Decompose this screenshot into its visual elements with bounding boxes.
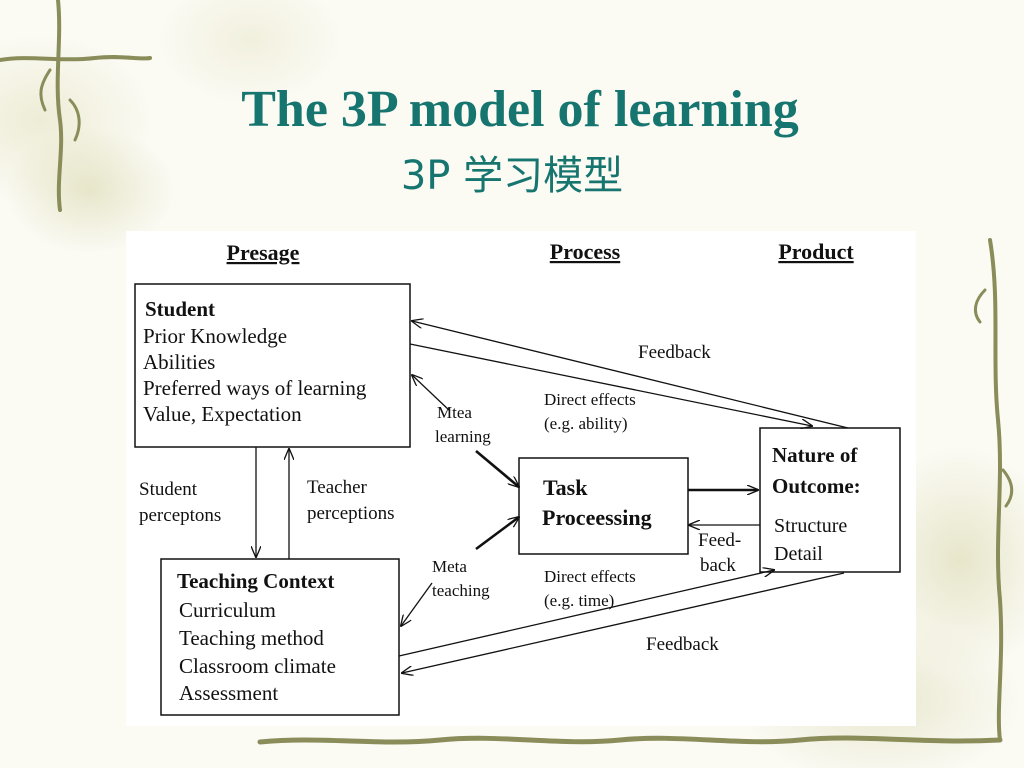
metalearning-arrow [412, 375, 451, 412]
feedback-arrow-bottom [402, 572, 845, 673]
student-item: Prior Knowledge [143, 324, 287, 348]
feed-back-label: back [700, 555, 736, 576]
outcome-title: Outcome: [772, 474, 861, 498]
student-item: Preferred ways of learning [143, 376, 367, 400]
slide-title: The 3P model of learning [241, 81, 799, 138]
student-title: Student [145, 297, 215, 321]
teaching-context-item: Assessment [179, 681, 278, 705]
outcome-item: Structure [774, 515, 847, 537]
student-item: Value, Expectation [143, 402, 302, 426]
teaching-context-title: Teaching Context [177, 569, 334, 593]
mtea-learning-label: learning [435, 427, 491, 446]
metateaching-arrow [401, 582, 433, 626]
task-label: Proceessing [542, 505, 652, 530]
outcome-item: Detail [774, 543, 823, 565]
direct-effects-label-top: (e.g. ability) [544, 414, 628, 433]
direct-effects-arrow-bottom [398, 570, 774, 657]
student-to-task-arrow [475, 450, 519, 487]
heading-process: Process [550, 239, 621, 264]
student-box [134, 283, 411, 448]
teaching-context-item: Curriculum [179, 598, 276, 622]
task-processing-box [518, 457, 689, 555]
teaching-context-box [160, 558, 400, 716]
feedback-label-bottom: Feedback [646, 634, 719, 655]
teaching-context-item: Teaching method [179, 626, 324, 650]
direct-effects-arrow-top [409, 343, 812, 426]
student-item: Abilities [143, 350, 215, 374]
student-perceptions-label: perceptons [139, 505, 221, 526]
meta-teaching-label: teaching [432, 581, 490, 600]
direct-effects-label-bottom: (e.g. time) [544, 591, 614, 610]
outcome-title: Nature of [772, 443, 858, 467]
teacher-perceptions-label: Teacher [307, 477, 368, 498]
feedback-arrow-top [412, 321, 849, 429]
teaching-context-item: Classroom climate [179, 654, 336, 678]
teacher-perceptions-label: perceptions [307, 503, 395, 524]
direct-effects-label-top: Direct effects [544, 390, 636, 409]
teaching-to-task-arrow [475, 517, 519, 551]
mtea-learning-label: Mtea [437, 403, 472, 422]
direct-effects-label-bottom: Direct effects [544, 567, 636, 586]
feedback-label-top: Feedback [638, 342, 711, 363]
feed-back-label: Feed- [698, 530, 741, 551]
3p-model-diagram: Presage Process Product Student Prior Kn… [126, 231, 916, 726]
slide-subtitle: 3P 学习模型 [400, 153, 624, 199]
student-perceptions-label: Student [139, 479, 198, 500]
heading-product: Product [778, 239, 854, 264]
meta-teaching-label: Meta [432, 557, 467, 576]
task-label: Task [543, 475, 588, 500]
outcome-box [759, 427, 901, 573]
heading-presage: Presage [227, 240, 300, 265]
